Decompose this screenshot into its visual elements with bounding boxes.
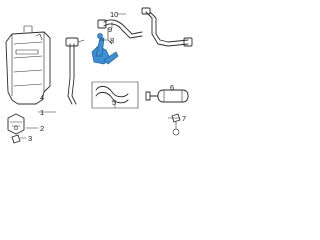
- callout-10: 10: [110, 10, 118, 19]
- parts-diagram: 1 2 3 4 5 6 7 8 9 10: [5, 7, 193, 144]
- callout-9: 9: [108, 25, 112, 34]
- callout-1: 1: [40, 108, 44, 117]
- fuel-line-right: [141, 7, 193, 47]
- connector: [171, 113, 181, 136]
- callout-8: 8: [110, 36, 114, 45]
- filter-assembly: [145, 89, 189, 103]
- hose: [95, 85, 129, 104]
- bracket: [7, 113, 25, 135]
- callout-6: 6: [170, 83, 174, 92]
- vent-hose: [65, 37, 85, 105]
- clip: [11, 134, 21, 144]
- callout-7: 7: [182, 114, 186, 123]
- callout-3: 3: [28, 134, 32, 143]
- canister-assembly: [5, 25, 51, 105]
- leader-lines: [20, 13, 180, 139]
- callout-4: 4: [40, 93, 44, 102]
- hose-assembly-upper: [97, 19, 143, 45]
- purge-valve-highlighted: [91, 33, 119, 65]
- callout-2: 2: [40, 124, 44, 133]
- callout-5: 5: [112, 98, 116, 107]
